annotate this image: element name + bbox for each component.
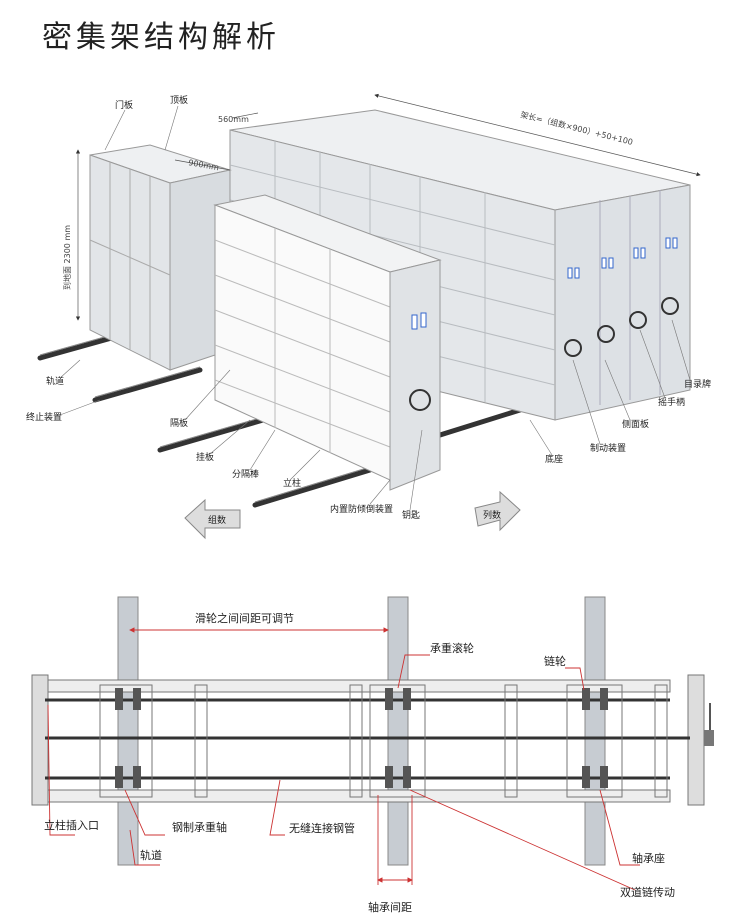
label-rail-bottom: 轨道	[140, 848, 162, 862]
page-title: 密集架结构解析	[42, 20, 280, 55]
rails	[37, 326, 523, 508]
label-length: 架长=（组数×900）+50+100	[520, 109, 635, 147]
label-side-panel: 侧面板	[622, 418, 649, 430]
label-key: 钥匙	[402, 509, 420, 521]
label-catalog: 目录牌	[684, 378, 711, 390]
door-cabinet-block	[89, 144, 232, 371]
bottom-frame	[31, 596, 714, 866]
label-depth: 560mm	[218, 115, 249, 124]
label-axle: 钢制承重轴	[172, 820, 227, 834]
label-spacing: 滑轮之间间距可调节	[195, 611, 294, 625]
label-stopper: 终止装置	[26, 411, 62, 423]
label-rail: 轨道	[46, 375, 64, 387]
dimensions	[75, 93, 701, 321]
handle-wheels	[564, 297, 679, 357]
label-arrow-left: 组数	[208, 514, 226, 526]
label-sprocket: 链轮	[544, 654, 566, 668]
label-chain: 双道链传动	[620, 885, 675, 899]
label-column: 立柱	[283, 477, 301, 489]
label-divider: 分隔棒	[232, 468, 259, 480]
label-door-panel: 门板	[115, 99, 133, 111]
label-anti-tilt: 内置防倾倒装置	[330, 503, 393, 515]
bottom-labels: 滑轮之间间距可调节 承重滚轮 链轮 立柱插入口 钢制承重轴 无缝连接钢管 轨道 …	[44, 611, 675, 914]
label-bearing-seat: 轴承座	[632, 851, 665, 865]
label-handle: 摇手柄	[658, 396, 685, 408]
label-base: 底座	[545, 453, 563, 465]
open-shelf-unit	[213, 194, 442, 491]
label-hanging-plate: 挂板	[196, 451, 214, 463]
label-bearing-gap: 轴承间距	[368, 900, 412, 914]
label-height: 到地面 2300 mm	[62, 225, 72, 290]
label-brake: 制动装置	[590, 442, 626, 454]
label-roller: 承重滚轮	[430, 641, 474, 655]
direction-arrows: 组数 列数	[184, 490, 521, 540]
label-shelf: 隔板	[170, 417, 188, 429]
label-top-panel: 顶板	[170, 94, 188, 106]
label-arrow-right: 列数	[483, 509, 501, 521]
label-pipe: 无缝连接钢管	[289, 821, 355, 835]
label-column-slot: 立柱插入口	[44, 818, 99, 832]
